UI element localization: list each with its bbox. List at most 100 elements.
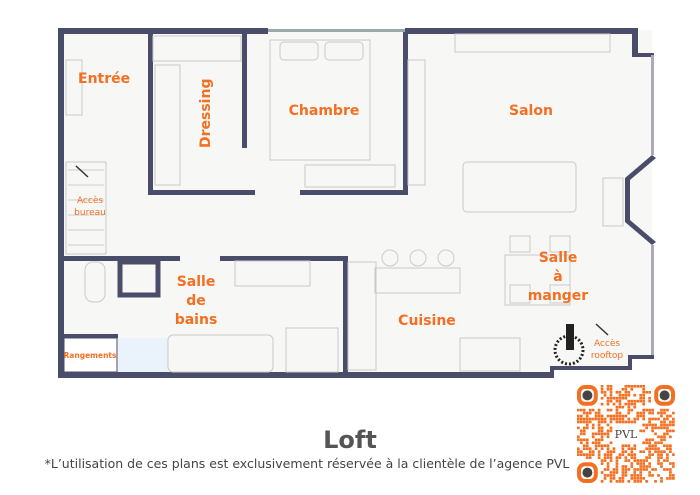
qr-code[interactable]: PVL bbox=[577, 385, 675, 484]
qr-module bbox=[577, 408, 580, 412]
qr-module bbox=[624, 444, 628, 448]
qr-module bbox=[606, 453, 610, 456]
qr-module bbox=[627, 444, 631, 448]
qr-module bbox=[603, 453, 607, 456]
qr-module bbox=[585, 423, 589, 427]
qr-module bbox=[633, 459, 637, 462]
qr-module bbox=[639, 450, 643, 454]
furniture bbox=[65, 33, 624, 373]
qr-module bbox=[579, 441, 583, 445]
qr-module bbox=[606, 387, 610, 391]
qr-module bbox=[624, 402, 628, 406]
qr-module bbox=[609, 459, 613, 462]
qr-module bbox=[618, 456, 622, 459]
qr-module bbox=[669, 474, 672, 477]
qr-module bbox=[651, 417, 654, 421]
qr-module bbox=[651, 426, 654, 430]
qr-module bbox=[577, 450, 580, 454]
qr-module bbox=[645, 423, 648, 427]
qr-module bbox=[615, 480, 619, 483]
qr-module bbox=[609, 399, 613, 403]
qr-module bbox=[666, 459, 669, 462]
qr-module bbox=[600, 385, 604, 388]
qr-module bbox=[615, 462, 619, 465]
qr-module bbox=[657, 456, 660, 459]
wall bbox=[58, 372, 554, 378]
qr-module bbox=[630, 420, 634, 424]
qr-module bbox=[642, 411, 646, 415]
qr-module bbox=[651, 429, 654, 433]
qr-module bbox=[657, 441, 660, 445]
qr-module bbox=[672, 462, 675, 465]
qr-module bbox=[642, 441, 646, 445]
qr-module bbox=[672, 417, 675, 421]
qr-module bbox=[648, 390, 651, 394]
qr-module bbox=[606, 456, 610, 459]
qr-module bbox=[654, 450, 657, 454]
qr-module bbox=[663, 417, 666, 421]
qr-module bbox=[633, 444, 637, 448]
qr-module bbox=[606, 468, 610, 471]
qr-module bbox=[603, 417, 607, 421]
qr-module bbox=[597, 429, 601, 433]
qr-module bbox=[621, 474, 625, 477]
qr-module bbox=[642, 477, 646, 480]
qr-module bbox=[657, 450, 660, 454]
qr-module bbox=[585, 456, 589, 459]
qr-module bbox=[642, 393, 646, 397]
bay-window bbox=[625, 155, 656, 245]
window bbox=[651, 245, 654, 355]
qr-module bbox=[582, 429, 586, 433]
qr-module bbox=[642, 429, 646, 433]
qr-module bbox=[672, 453, 675, 456]
qr-finder-dot bbox=[582, 467, 593, 478]
qr-module bbox=[588, 447, 592, 451]
qr-module bbox=[591, 441, 595, 445]
qr-module bbox=[624, 385, 628, 388]
qr-module bbox=[603, 393, 607, 397]
qr-module bbox=[618, 420, 622, 424]
qr-module bbox=[585, 441, 589, 445]
qr-module bbox=[648, 456, 651, 459]
qr-module bbox=[577, 420, 580, 424]
qr-module bbox=[666, 468, 669, 471]
qr-module bbox=[663, 435, 666, 439]
qr-module bbox=[642, 465, 646, 468]
qr-module bbox=[585, 417, 589, 421]
wall bbox=[58, 28, 268, 34]
qr-module bbox=[609, 408, 613, 412]
qr-module bbox=[600, 447, 604, 451]
qr-module bbox=[621, 393, 625, 397]
qr-module bbox=[660, 408, 663, 412]
room-label-salle-a-manger: à bbox=[553, 269, 562, 285]
qr-module bbox=[597, 426, 601, 430]
wall bbox=[628, 355, 632, 370]
qr-module bbox=[588, 411, 592, 415]
qr-module bbox=[648, 408, 651, 412]
qr-module bbox=[577, 447, 580, 451]
qr-module bbox=[669, 468, 672, 471]
qr-module bbox=[648, 453, 651, 456]
qr-module bbox=[648, 411, 651, 415]
qr-module bbox=[591, 435, 595, 439]
qr-module bbox=[630, 474, 634, 477]
plan-title: Loft bbox=[323, 426, 377, 454]
qr-module bbox=[657, 462, 660, 465]
qr-module bbox=[612, 417, 616, 421]
usage-note: *L’utilisation de ces plans est exclusiv… bbox=[44, 456, 570, 471]
qr-module bbox=[666, 414, 669, 418]
qr-module bbox=[633, 405, 637, 409]
qr-module bbox=[612, 477, 616, 480]
qr-module bbox=[660, 480, 663, 483]
qr-module bbox=[609, 480, 613, 483]
qr-module bbox=[612, 468, 616, 471]
qr-module bbox=[624, 474, 628, 477]
qr-module bbox=[606, 447, 610, 451]
wall bbox=[58, 28, 64, 378]
qr-module bbox=[621, 420, 625, 424]
qr-module bbox=[660, 411, 663, 415]
qr-module bbox=[660, 450, 663, 454]
qr-module bbox=[648, 450, 651, 454]
qr-module bbox=[621, 450, 625, 454]
qr-module bbox=[615, 459, 619, 462]
